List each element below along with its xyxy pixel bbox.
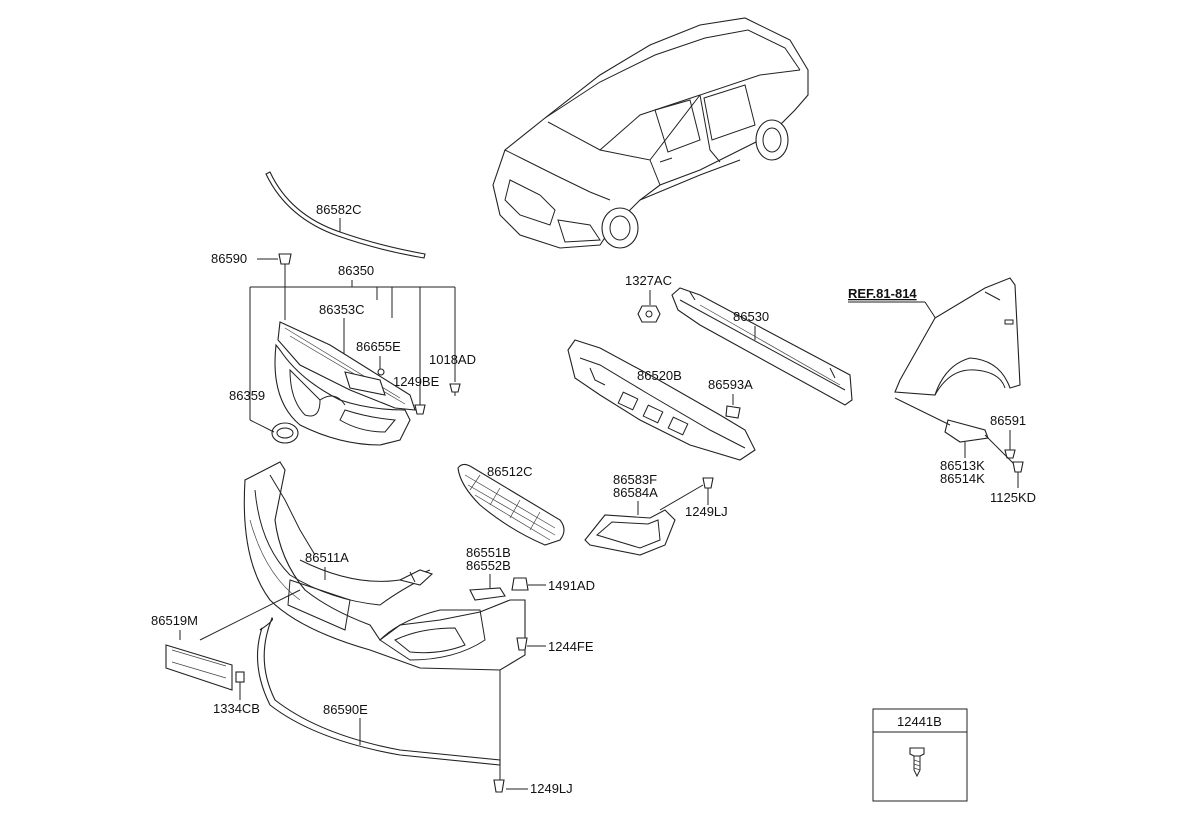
label-86591: 86591 (990, 413, 1026, 428)
label-86584A: 86584A (613, 485, 658, 500)
bracket-86593A-icon (725, 405, 741, 419)
energy-absorber-86520B (567, 339, 756, 461)
label-86593A: 86593A (708, 377, 753, 392)
nut-1327AC-icon (637, 305, 661, 323)
label-86655E: 86655E (356, 339, 401, 354)
screw-1018AD-icon (449, 383, 461, 396)
label-86350: 86350 (338, 263, 374, 278)
bumper-cover-86511A (243, 461, 526, 671)
screw-1249LJ-top-icon (702, 477, 714, 489)
fender-ref (894, 277, 1021, 396)
legend-title: 12441B (897, 714, 942, 729)
clip-1334CB-icon (235, 671, 245, 700)
label-1334CB: 1334CB (213, 701, 260, 716)
label-86582C: 86582C (316, 202, 362, 217)
clip-86590-icon (278, 253, 292, 320)
label-1244FE: 1244FE (548, 639, 594, 654)
label-86359: 86359 (229, 388, 265, 403)
screw-1249LJ-bottom-icon (493, 779, 505, 793)
label-86513K: 86513K (940, 458, 985, 473)
lip-86590E (256, 617, 501, 766)
screw-1125KD-icon (1012, 461, 1024, 473)
license-plate-bracket-86519M (165, 644, 233, 691)
bracket-86551B (469, 587, 506, 601)
label-1249LJ-bottom: 1249LJ (530, 781, 573, 796)
screw-1244FE-icon (516, 637, 528, 651)
clip-1491AD-icon (511, 577, 529, 591)
car-illustration (492, 17, 809, 249)
clip-86591-icon (1004, 449, 1016, 459)
label-86551B: 86551B (466, 545, 511, 560)
lower-grille-86512C (457, 463, 565, 546)
radiator-grille (274, 321, 416, 446)
label-1491AD: 1491AD (548, 578, 595, 593)
label-86583F: 86583F (613, 472, 657, 487)
label-1249LJ-top: 1249LJ (685, 504, 728, 519)
legend-box (872, 708, 968, 802)
label-86520B: 86520B (637, 368, 682, 383)
bumper-beam-86530 (671, 287, 853, 406)
screw-1249BE-icon (414, 404, 426, 415)
label-86590E: 86590E (323, 702, 368, 717)
label-1125KD: 1125KD (990, 490, 1036, 505)
fog-lamp-cover-86583F (584, 509, 676, 556)
label-1249BE: 1249BE (393, 374, 440, 389)
bracket-86513K (944, 419, 989, 443)
label-86590: 86590 (211, 251, 247, 266)
label-86353C: 86353C (319, 302, 365, 317)
label-1327AC: 1327AC (625, 273, 672, 288)
label-86512C: 86512C (487, 464, 533, 479)
reference-label: REF.81-814 (848, 286, 917, 301)
label-86552B: 86552B (466, 558, 511, 573)
emblem-86359-icon (249, 419, 299, 444)
label-86511A: 86511A (305, 550, 349, 565)
label-86530: 86530 (733, 309, 769, 324)
label-86514K: 86514K (940, 471, 985, 486)
screw-icon (909, 747, 925, 757)
label-86519M: 86519M (151, 613, 198, 628)
label-1018AD: 1018AD (429, 352, 476, 367)
moulding-86582C (265, 171, 426, 259)
